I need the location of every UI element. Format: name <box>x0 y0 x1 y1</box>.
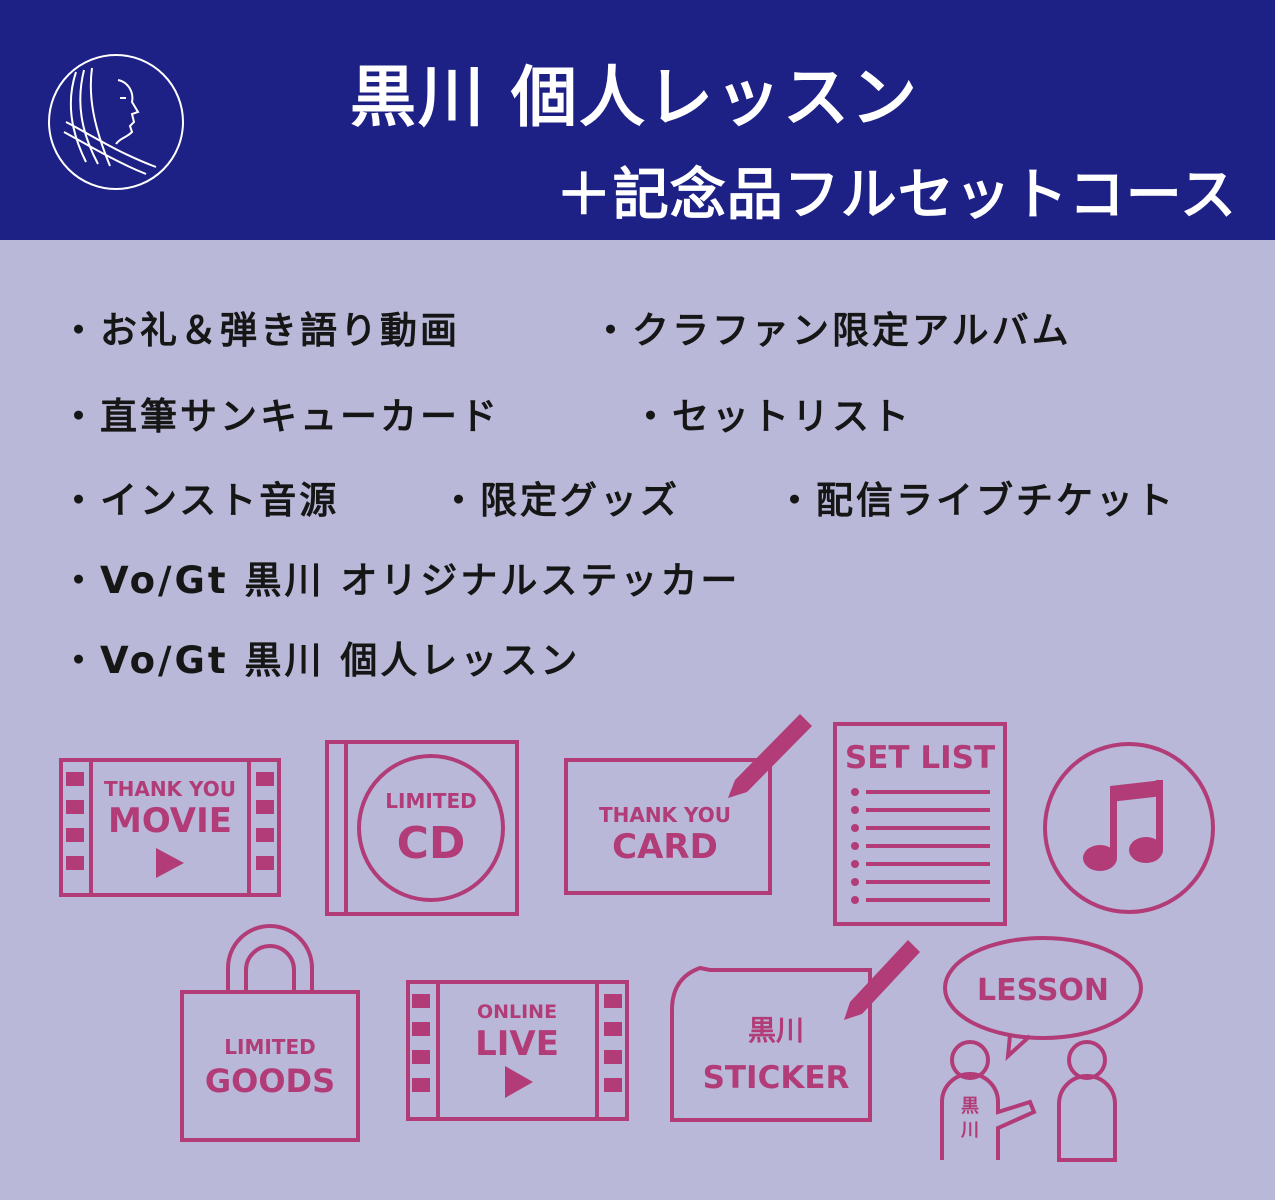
goods-label-1: LIMITED <box>224 1035 315 1059</box>
item-lesson: ・Vo/Gt 黒川 個人レッスン <box>60 639 581 682</box>
sticker-label-1: 黒川 <box>748 1014 804 1047</box>
movie-label-1: THANK YOU <box>104 777 236 801</box>
lesson-badge-1: 黒 <box>961 1096 979 1117</box>
item-live-ticket: ・配信ライブチケット <box>776 479 1176 522</box>
list-bullet <box>851 860 859 868</box>
setlist-icon <box>833 722 1007 926</box>
lesson-icon <box>940 936 1143 1162</box>
header-banner: 黒川 個人レッスン ＋記念品フルセットコース <box>0 0 1275 240</box>
live-label-2: LIVE <box>475 1024 559 1064</box>
film-hole <box>604 1022 622 1036</box>
reward-icons: THANK YOU MOVIE LIMITED CD THANK YOU CAR… <box>59 714 1215 1162</box>
sticker-icon <box>670 965 872 1122</box>
list-bullet <box>851 806 859 814</box>
film-hole <box>604 1050 622 1064</box>
bag-icon <box>180 924 360 1142</box>
live-film-icon <box>406 980 629 1121</box>
list-bullet <box>851 842 859 850</box>
list-bullet <box>851 788 859 796</box>
film-icon <box>59 758 281 897</box>
music-note-icon <box>1083 780 1163 871</box>
film-hole <box>604 1078 622 1092</box>
item-limited-album: ・クラファン限定アルバム <box>592 309 1072 352</box>
film-hole <box>604 994 622 1008</box>
film-hole <box>412 994 430 1008</box>
goods-label-2: GOODS <box>205 1062 335 1100</box>
cd-label-1: LIMITED <box>385 789 476 813</box>
page-subtitle: ＋記念品フルセットコース <box>555 163 1237 228</box>
list-bullet <box>851 896 859 904</box>
lesson-label: LESSON <box>977 973 1109 1008</box>
card-label-1: THANK YOU <box>599 803 731 827</box>
list-bullet <box>851 824 859 832</box>
movie-label-2: MOVIE <box>108 801 232 841</box>
film-hole <box>412 1050 430 1064</box>
item-thank-you-card: ・直筆サンキューカード <box>60 395 500 438</box>
item-limited-goods: ・限定グッズ <box>440 479 680 522</box>
card-label-2: CARD <box>612 827 718 867</box>
cd-label-2: CD <box>397 818 466 869</box>
card-icon <box>564 758 772 895</box>
sticker-label-2: STICKER <box>703 1060 850 1096</box>
play-icon <box>156 848 184 878</box>
item-sticker: ・Vo/Gt 黒川 オリジナルステッカー <box>60 559 741 602</box>
list-bullet <box>851 878 859 886</box>
play-icon <box>505 1066 533 1098</box>
pencil-icon <box>844 940 920 1020</box>
pencil-icon <box>728 714 812 798</box>
film-hole <box>412 1022 430 1036</box>
item-setlist: ・セットリスト <box>632 395 912 438</box>
lesson-badge-2: 川 <box>960 1120 979 1141</box>
item-thank-you-movie: ・お礼＆弾き語り動画 <box>60 309 460 352</box>
cd-icon <box>325 740 519 916</box>
setlist-label: SET LIST <box>845 740 995 776</box>
item-instrumental: ・インスト音源 <box>60 479 340 522</box>
film-hole <box>412 1078 430 1092</box>
page-title: 黒川 個人レッスン <box>350 59 919 136</box>
band-logo-icon <box>48 54 184 190</box>
live-label-1: ONLINE <box>477 1001 557 1023</box>
music-circle-icon <box>1043 742 1215 914</box>
